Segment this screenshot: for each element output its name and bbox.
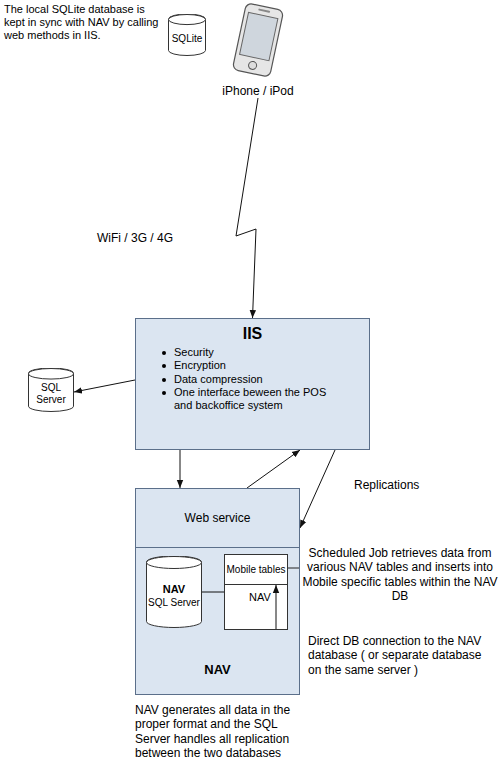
- node-text: IIS: [146, 324, 359, 343]
- device-node: iPhone / iPod: [212, 0, 304, 98]
- bullet-row: Security: [162, 346, 359, 359]
- note-text: The local SQLite database is kept in syn…: [4, 3, 166, 43]
- bullet-dot: [162, 364, 166, 368]
- edge-label: Replications: [352, 478, 421, 492]
- connector-arrow: [180, 450, 181, 488]
- box-fill: [135, 548, 300, 695]
- node-text: Data compression: [174, 373, 344, 386]
- database-cylinder: NAVSQL Server: [146, 556, 202, 628]
- module-box: NAV Mobile tables: [224, 554, 288, 630]
- note-text: Scheduled Job retrieves data from variou…: [302, 546, 498, 604]
- node-text: SQLite: [172, 33, 203, 45]
- connector-arrow: [236, 98, 258, 318]
- node-text: SQL Server: [148, 597, 200, 609]
- bullet-row: Encryption: [162, 359, 359, 372]
- node-text: One interface beween the POS and backoff…: [174, 386, 344, 412]
- service-box: Web service: [135, 488, 300, 548]
- system-box: NAVNAVSQL ServerNAVMobile tables: [135, 548, 300, 695]
- connector-arrow: [74, 380, 135, 392]
- connector-arrow: [276, 585, 277, 630]
- server-box: IIS SecurityEncryptionData compressionOne…: [135, 318, 370, 450]
- node-text: NAV: [204, 662, 230, 678]
- database-cylinder: SQLite: [168, 14, 206, 56]
- box-fill: [225, 555, 287, 585]
- note-text: Direct DB connection to the NAV database…: [308, 634, 488, 677]
- bullet-row: One interface beween the POS and backoff…: [162, 386, 359, 412]
- node-text: iPhone / iPod: [222, 84, 293, 98]
- edge-label: WiFi / 3G / 4G: [95, 231, 175, 245]
- table-box: Mobile tables: [225, 555, 287, 585]
- connector-arrow: [202, 592, 224, 593]
- node-text: NAV: [233, 591, 287, 604]
- node-text: Encryption: [174, 359, 344, 372]
- box-fill: [135, 318, 370, 450]
- note-text: NAV generates all data in the proper for…: [135, 703, 295, 761]
- connector-arrow: [300, 450, 335, 528]
- connector-arrow: [247, 450, 300, 488]
- node-text: SQL Server: [28, 382, 74, 406]
- box-fill: [224, 554, 288, 630]
- node-text: Web service: [185, 511, 251, 525]
- node-text: Security: [174, 346, 344, 359]
- database-cylinder: SQL Server: [28, 368, 74, 412]
- bullet-row: Data compression: [162, 373, 359, 386]
- bullet-dot: [162, 391, 166, 395]
- box-fill: [135, 488, 300, 548]
- bullet-dot: [162, 351, 166, 355]
- bullet-dot: [162, 378, 166, 382]
- node-text: NAV: [163, 583, 185, 596]
- node-text: Mobile tables: [227, 564, 286, 575]
